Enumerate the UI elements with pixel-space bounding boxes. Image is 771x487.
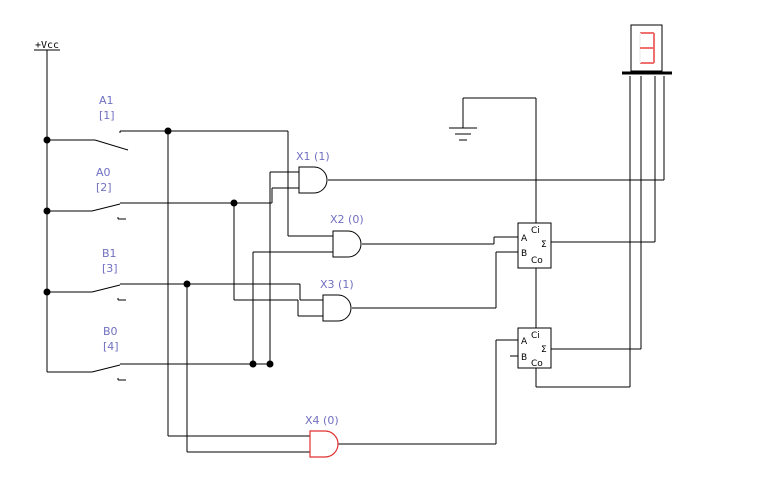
- adder-lower-sum: Σ: [541, 345, 547, 355]
- adder-lower-ci: Ci: [531, 331, 540, 341]
- adder-lower-a: A: [521, 337, 528, 347]
- signal-wires: [164, 76, 665, 453]
- switch-b1-name: B1: [102, 247, 117, 260]
- switch-a0-key: [2]: [96, 181, 112, 194]
- seven-segment-display: [622, 24, 672, 75]
- gate-x4-label: X4 (0): [305, 414, 339, 427]
- switch-b0[interactable]: B0 [4]: [47, 325, 270, 381]
- switch-b1-key: [3]: [102, 262, 118, 275]
- display-digit-segments: [639, 32, 655, 64]
- adder-upper-sum: Σ: [541, 240, 547, 250]
- and-gate-x2[interactable]: X2 (0): [330, 213, 364, 258]
- gate-x3-label: X3 (1): [320, 278, 354, 291]
- switch-a0-name: A0: [96, 166, 111, 179]
- adder-upper-b: B: [521, 249, 527, 259]
- adder-lower-b: B: [521, 353, 527, 363]
- adder-upper-ci: Ci: [531, 226, 540, 236]
- gate-x1-label: X1 (1): [296, 150, 330, 163]
- adder-upper-a: A: [521, 234, 528, 244]
- switch-a1-key: [1]: [99, 109, 115, 122]
- switch-b1[interactable]: B1 [3]: [47, 247, 300, 301]
- switch-b0-key: [4]: [103, 340, 119, 353]
- full-adder-upper[interactable]: Ci A B Σ Co: [517, 222, 552, 269]
- switch-b0-name: B0: [103, 325, 118, 338]
- ground-symbol: [449, 98, 477, 141]
- switch-a0[interactable]: A0 [2]: [47, 166, 272, 220]
- switch-a1[interactable]: A1 [1]: [47, 94, 288, 151]
- adder-upper-co: Co: [531, 256, 543, 266]
- and-gate-x4[interactable]: X4 (0): [305, 414, 339, 458]
- and-gate-x1[interactable]: X1 (1): [296, 150, 330, 194]
- and-gate-x3[interactable]: X3 (1): [320, 278, 354, 322]
- adder-lower-co: Co: [531, 359, 543, 369]
- vcc-rail: +Vcc: [34, 40, 60, 372]
- full-adder-lower[interactable]: Ci A B Σ Co: [517, 327, 552, 369]
- switch-a1-name: A1: [99, 94, 114, 107]
- vcc-label: +Vcc: [35, 40, 59, 51]
- gate-x2-label: X2 (0): [330, 213, 364, 226]
